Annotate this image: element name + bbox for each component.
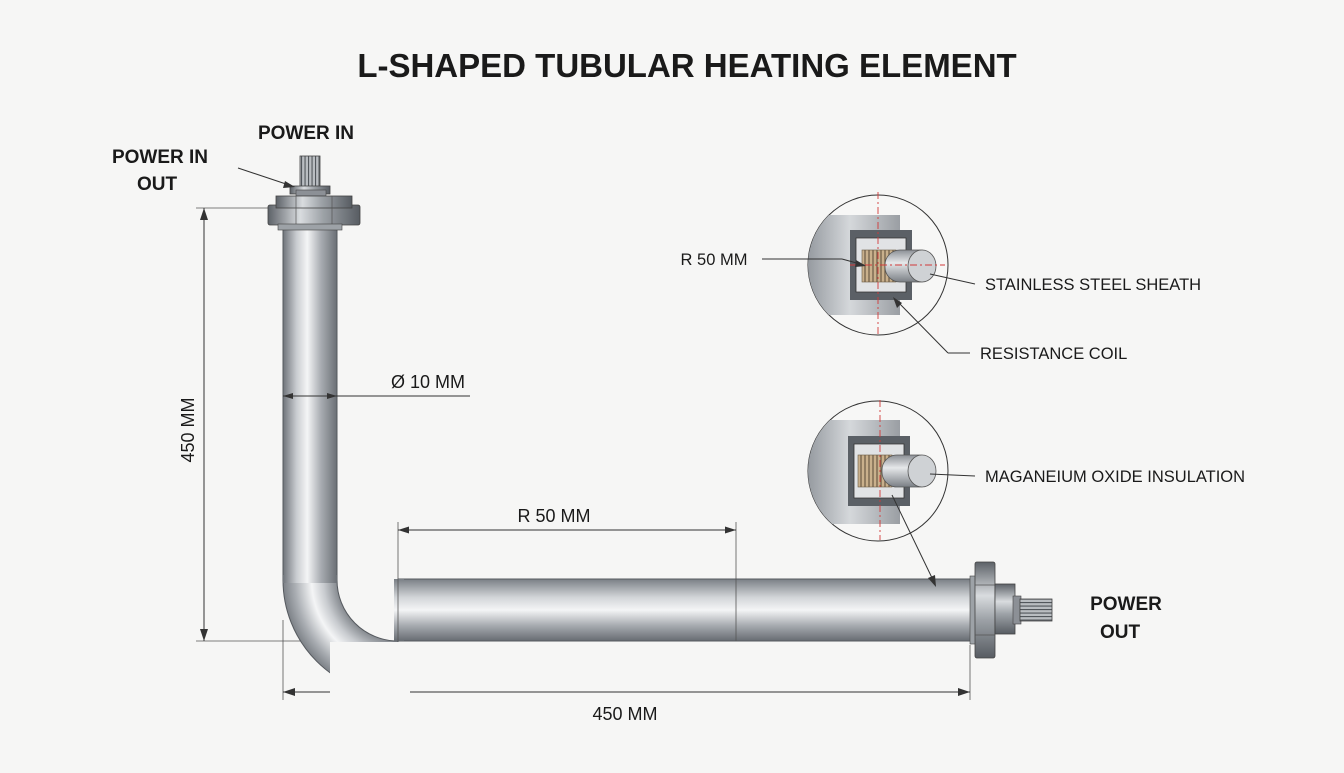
- power-out-label-line1: POWER: [1090, 594, 1162, 615]
- diagram-title: L-SHAPED TUBULAR HEATING ELEMENT: [357, 47, 1016, 84]
- horizontal-length-label: 450 MM: [592, 704, 657, 724]
- power-in-leader: [237, 167, 295, 188]
- bend-radius-label: R 50 MM: [517, 506, 590, 526]
- power-in-out-label-line1: POWER IN: [112, 147, 208, 168]
- callout-insulation: MAGANEIUM OXIDE INSULATION: [985, 468, 1245, 486]
- power-in-top-label: POWER IN: [258, 123, 354, 144]
- callout-sheath: STAINLESS STEEL SHEATH: [985, 276, 1201, 294]
- sheath-leader: [929, 273, 976, 285]
- right-terminal: [969, 561, 1053, 659]
- diameter-dimension: Ø 10 MM: [283, 372, 470, 399]
- detail-view-sheath-coil: [807, 192, 949, 336]
- heating-tube: [282, 227, 976, 696]
- coil-leader: [893, 297, 970, 354]
- vertical-length-label: 450 MM: [178, 397, 198, 462]
- power-out-label-line2: OUT: [1100, 622, 1141, 643]
- detail-to-tube-leader: [891, 494, 936, 587]
- bend-radius-dimension: R 50 MM: [397, 506, 737, 641]
- diameter-label: Ø 10 MM: [391, 372, 465, 392]
- power-in-out-label-line2: OUT: [137, 174, 178, 195]
- callout-coil: RESISTANCE COIL: [980, 345, 1127, 363]
- detail-view-insulation: [807, 400, 949, 542]
- detail-radius-label: R 50 MM: [681, 251, 748, 269]
- detail-radius-leader: [762, 258, 866, 267]
- vertical-dimension: 450 MM: [178, 207, 380, 642]
- insulation-leader: [929, 473, 976, 477]
- top-terminal: [267, 155, 361, 231]
